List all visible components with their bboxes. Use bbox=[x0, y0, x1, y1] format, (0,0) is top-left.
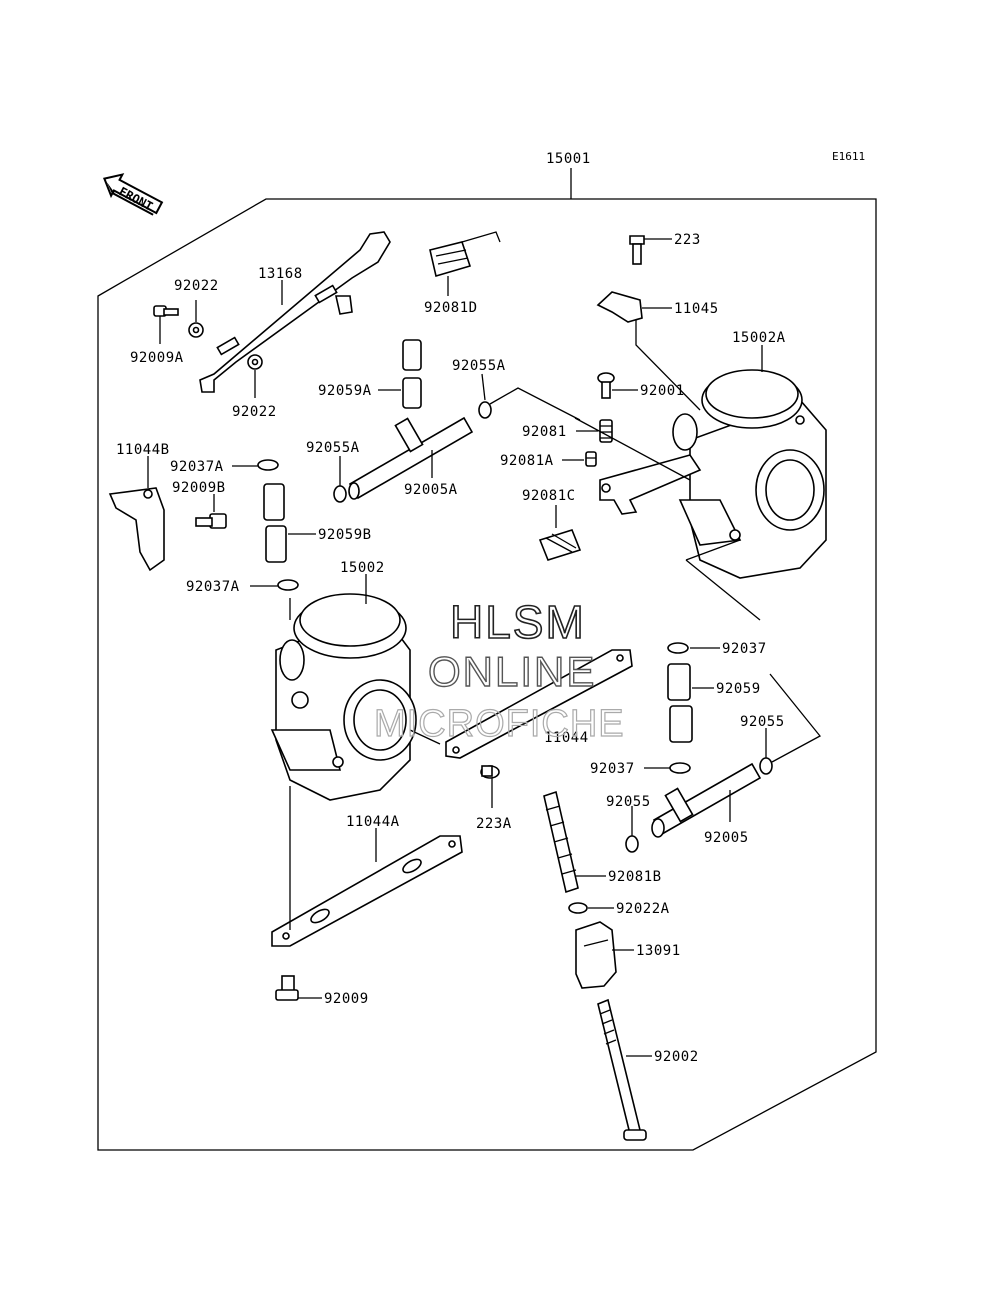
clip-92037-lower-icon bbox=[669, 762, 691, 774]
label-92081b: 92081B bbox=[608, 869, 662, 885]
pipe-92005-icon bbox=[651, 762, 762, 838]
label-223a: 223A bbox=[476, 816, 512, 832]
bracket-11045-icon bbox=[596, 291, 643, 323]
oring-92055-icon bbox=[759, 757, 773, 775]
spring-92081c-icon bbox=[538, 529, 582, 561]
label-92081a: 92081A bbox=[500, 453, 554, 469]
label-92005a: 92005A bbox=[404, 482, 458, 498]
screw-92009a-icon bbox=[153, 305, 179, 317]
label-92022-bottom: 92022 bbox=[232, 404, 277, 420]
spring-92081a-icon bbox=[585, 451, 597, 467]
diagram-code: E1611 bbox=[832, 150, 865, 163]
label-13168: 13168 bbox=[258, 266, 303, 282]
label-92005: 92005 bbox=[704, 830, 749, 846]
pipe-92005a-icon bbox=[348, 416, 474, 500]
washer-92022a-icon bbox=[568, 902, 588, 914]
label-92055-right: 92055 bbox=[740, 714, 785, 730]
spring-92081d-icon bbox=[429, 231, 501, 278]
label-11044b: 11044B bbox=[116, 442, 170, 458]
screw-223a-icon bbox=[480, 765, 500, 779]
label-92009b: 92009B bbox=[172, 480, 226, 496]
label-92001: 92001 bbox=[640, 383, 685, 399]
oring-92055-left-icon bbox=[625, 835, 639, 853]
label-92009: 92009 bbox=[324, 991, 369, 1007]
carburetor-15002-icon bbox=[270, 593, 417, 801]
bolt-92009-icon bbox=[275, 975, 299, 1001]
tube-92059b-icon bbox=[263, 483, 287, 563]
watermark-line3: MICROFICHE bbox=[374, 703, 625, 745]
label-92002: 92002 bbox=[654, 1049, 699, 1065]
oring-92055a-icon bbox=[478, 401, 492, 419]
spring-92081-icon bbox=[599, 419, 613, 443]
label-15001: 15001 bbox=[546, 151, 591, 167]
tube-92059-icon bbox=[667, 663, 693, 743]
label-92055a-right: 92055A bbox=[452, 358, 506, 374]
label-15002a: 15002A bbox=[732, 330, 786, 346]
plate-11044a-icon bbox=[271, 835, 463, 947]
label-92037a-top: 92037A bbox=[170, 459, 224, 475]
label-92059a: 92059A bbox=[318, 383, 372, 399]
label-11044a: 11044A bbox=[346, 814, 400, 830]
label-11044: 11044 bbox=[544, 730, 589, 746]
carburetor-15002a-icon bbox=[672, 369, 827, 579]
front-arrow-icon bbox=[103, 173, 164, 216]
label-92059b: 92059B bbox=[318, 527, 372, 543]
label-92055a-left: 92055A bbox=[306, 440, 360, 456]
clip-92037a-icon bbox=[257, 459, 279, 471]
bolt-92009b-icon bbox=[195, 513, 227, 529]
label-13091: 13091 bbox=[636, 943, 681, 959]
label-223: 223 bbox=[674, 232, 701, 248]
clip-92037a-lower-icon bbox=[277, 579, 299, 591]
label-92059: 92059 bbox=[716, 681, 761, 697]
screw-92001-icon bbox=[597, 372, 615, 399]
holder-13091-icon bbox=[575, 921, 617, 989]
watermark-line1: HLSM bbox=[450, 596, 586, 648]
label-92081c: 92081C bbox=[522, 488, 576, 504]
bracket-11044b-icon bbox=[108, 487, 165, 572]
label-92081: 92081 bbox=[522, 424, 567, 440]
screw-92002-icon bbox=[597, 998, 647, 1141]
label-15002: 15002 bbox=[340, 560, 385, 576]
watermark-line2: ONLINE bbox=[428, 648, 596, 695]
plate-11044-icon bbox=[445, 649, 633, 759]
rod-13168-icon bbox=[199, 231, 391, 393]
label-92009a: 92009A bbox=[130, 350, 184, 366]
tube-92059a-icon bbox=[402, 339, 422, 409]
spring-92081b-icon bbox=[543, 790, 579, 894]
label-92022-top: 92022 bbox=[174, 278, 219, 294]
label-92055-left: 92055 bbox=[606, 794, 651, 810]
assembly-outline bbox=[97, 198, 877, 1151]
throttle-bracket-icon bbox=[599, 454, 702, 515]
label-92037a-bottom: 92037A bbox=[186, 579, 240, 595]
label-11045: 11045 bbox=[674, 301, 719, 317]
label-92081d: 92081D bbox=[424, 300, 478, 316]
label-92037-top: 92037 bbox=[722, 641, 767, 657]
oring-92055a-left-icon bbox=[333, 485, 347, 503]
label-92037-bottom: 92037 bbox=[590, 761, 635, 777]
label-92022a: 92022A bbox=[616, 901, 670, 917]
screw-223-icon bbox=[629, 235, 645, 265]
clip-92037-icon bbox=[667, 642, 689, 654]
